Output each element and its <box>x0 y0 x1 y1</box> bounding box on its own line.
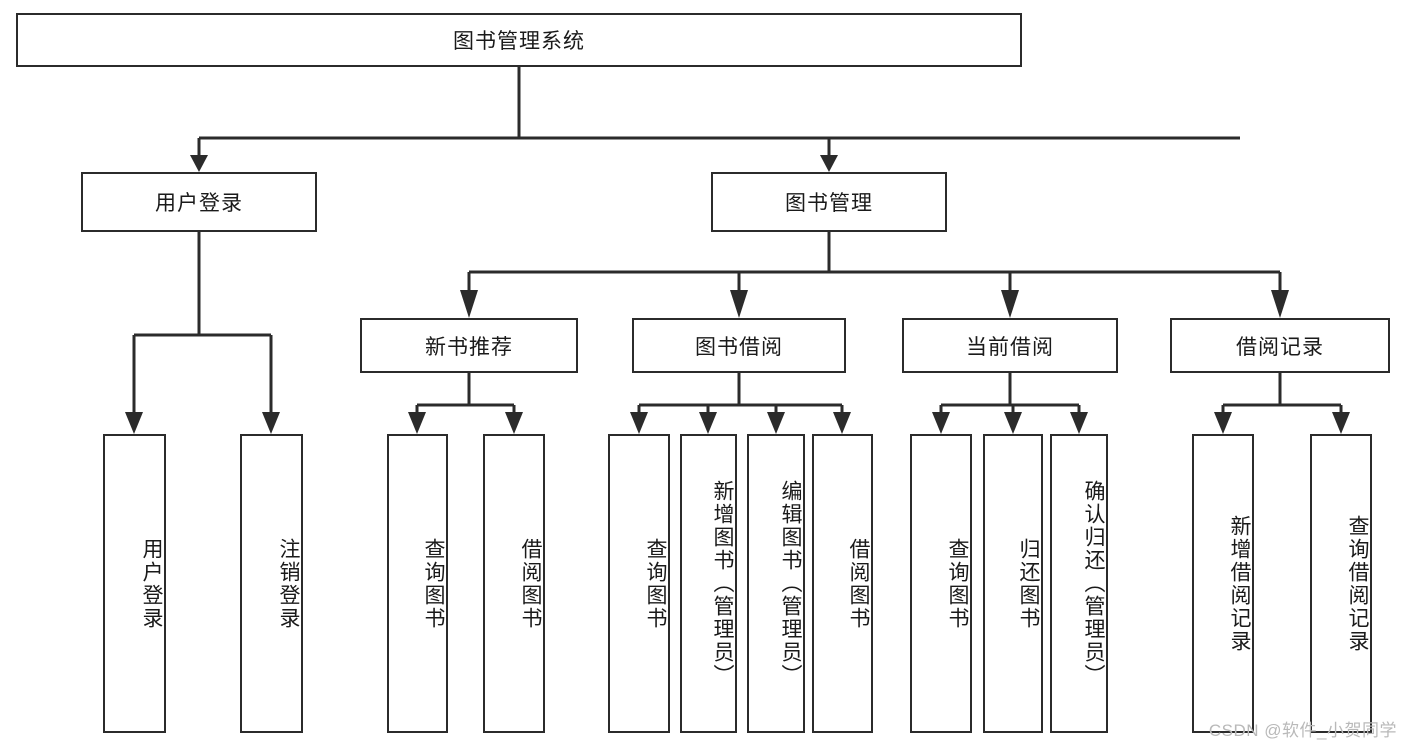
node-label: 新增图书（管理员） <box>711 480 734 687</box>
node-label: 新书推荐 <box>425 335 513 359</box>
leaf-borrow-book-recommend[interactable]: 借阅图书 <box>483 434 545 733</box>
leaf-borrow-book[interactable]: 借阅图书 <box>812 434 873 733</box>
leaf-query-book-current[interactable]: 查询图书 <box>910 434 972 733</box>
node-label: 归还图书 <box>1017 537 1040 630</box>
node-label: 查询图书 <box>946 537 969 630</box>
leaf-query-book-borrow[interactable]: 查询图书 <box>608 434 670 733</box>
node-borrow-record[interactable]: 借阅记录 <box>1170 318 1390 373</box>
node-current-borrow[interactable]: 当前借阅 <box>902 318 1118 373</box>
node-label: 新增借阅记录 <box>1228 514 1251 653</box>
watermark-text: CSDN @软件_小贺同学 <box>1208 721 1397 740</box>
node-label: 用户登录 <box>140 537 163 630</box>
node-label: 当前借阅 <box>966 335 1054 359</box>
leaf-add-book-admin[interactable]: 新增图书（管理员） <box>680 434 737 733</box>
leaf-user-logout[interactable]: 注销登录 <box>240 434 303 733</box>
node-book-management[interactable]: 图书管理 <box>711 172 947 232</box>
leaf-query-borrow-record[interactable]: 查询借阅记录 <box>1310 434 1372 733</box>
node-label: 图书借阅 <box>695 335 783 359</box>
node-new-book-recommend[interactable]: 新书推荐 <box>360 318 578 373</box>
node-label: 确认归还（管理员） <box>1082 480 1105 687</box>
node-label: 注销登录 <box>277 537 300 630</box>
node-book-borrow[interactable]: 图书借阅 <box>632 318 846 373</box>
node-label: 用户登录 <box>155 192 243 215</box>
node-label: 编辑图书（管理员） <box>779 480 802 687</box>
leaf-edit-book-admin[interactable]: 编辑图书（管理员） <box>747 434 805 733</box>
leaf-user-login[interactable]: 用户登录 <box>103 434 166 733</box>
node-label: 借阅记录 <box>1236 335 1324 359</box>
leaf-return-book[interactable]: 归还图书 <box>983 434 1043 733</box>
node-label: 图书管理 <box>785 192 873 215</box>
node-root[interactable]: 图书管理系统 <box>16 13 1022 67</box>
node-label: 图书管理系统 <box>453 30 585 53</box>
node-label: 查询图书 <box>644 537 667 630</box>
leaf-add-borrow-record[interactable]: 新增借阅记录 <box>1192 434 1254 733</box>
node-label: 借阅图书 <box>519 537 542 630</box>
leaf-confirm-return-admin[interactable]: 确认归还（管理员） <box>1050 434 1108 733</box>
node-label: 借阅图书 <box>847 537 870 630</box>
node-label: 查询图书 <box>422 537 445 630</box>
node-label: 查询借阅记录 <box>1346 514 1369 653</box>
node-user-login[interactable]: 用户登录 <box>81 172 317 232</box>
leaf-query-book-recommend[interactable]: 查询图书 <box>387 434 448 733</box>
